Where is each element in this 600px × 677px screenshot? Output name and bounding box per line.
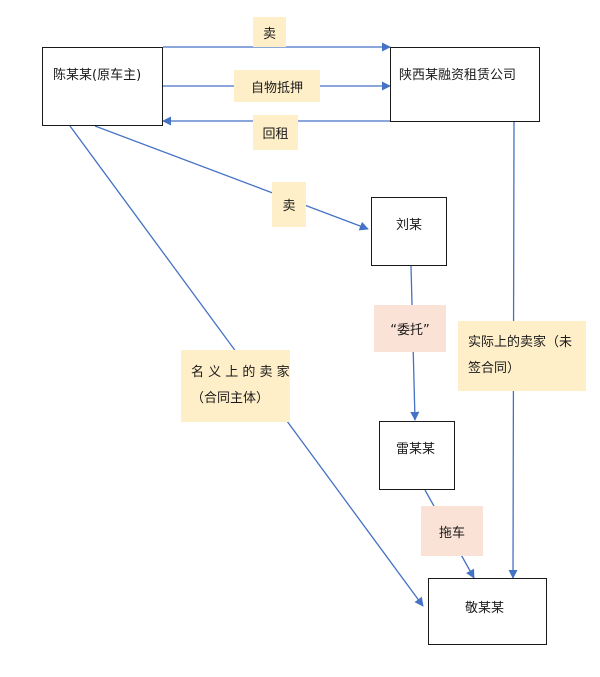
label-actual-seller-line2: 签合同） bbox=[468, 361, 521, 376]
node-chen-label: 陈某某(原车主) bbox=[53, 68, 142, 83]
node-jing-label: 敬某某 bbox=[465, 601, 505, 616]
label-actual-seller: 实际上的卖家（未 签合同） bbox=[458, 321, 586, 391]
label-actual-seller-line1: 实际上的卖家（未 bbox=[468, 335, 573, 350]
label-sell-top: 卖 bbox=[253, 17, 286, 47]
label-tow: 拖车 bbox=[421, 506, 483, 556]
node-shaanxi-label: 陕西某融资租赁公司 bbox=[399, 68, 517, 83]
label-entrust: “委托” bbox=[374, 305, 446, 352]
node-liu-label: 刘某 bbox=[396, 218, 423, 233]
node-shaanxi: 陕西某融资租赁公司 bbox=[390, 47, 540, 122]
label-sell-mid: 卖 bbox=[272, 182, 306, 227]
node-liu: 刘某 bbox=[371, 197, 447, 266]
label-lease-back: 回租 bbox=[253, 115, 298, 150]
label-nominal-seller: 名 义 上 的 卖 家 （合同主体） bbox=[181, 350, 290, 422]
label-nominal-seller-line2: （合同主体） bbox=[191, 391, 270, 406]
node-lei-label: 雷某某 bbox=[396, 442, 436, 457]
node-jing: 敬某某 bbox=[428, 578, 547, 645]
label-nominal-seller-line1: 名 义 上 的 卖 家 bbox=[191, 365, 290, 380]
node-chen: 陈某某(原车主) bbox=[42, 47, 163, 126]
node-lei: 雷某某 bbox=[379, 421, 455, 490]
label-self-mortgage: 自物抵押 bbox=[234, 70, 320, 102]
arrow-chen-to-liu-sell bbox=[94, 125, 369, 231]
